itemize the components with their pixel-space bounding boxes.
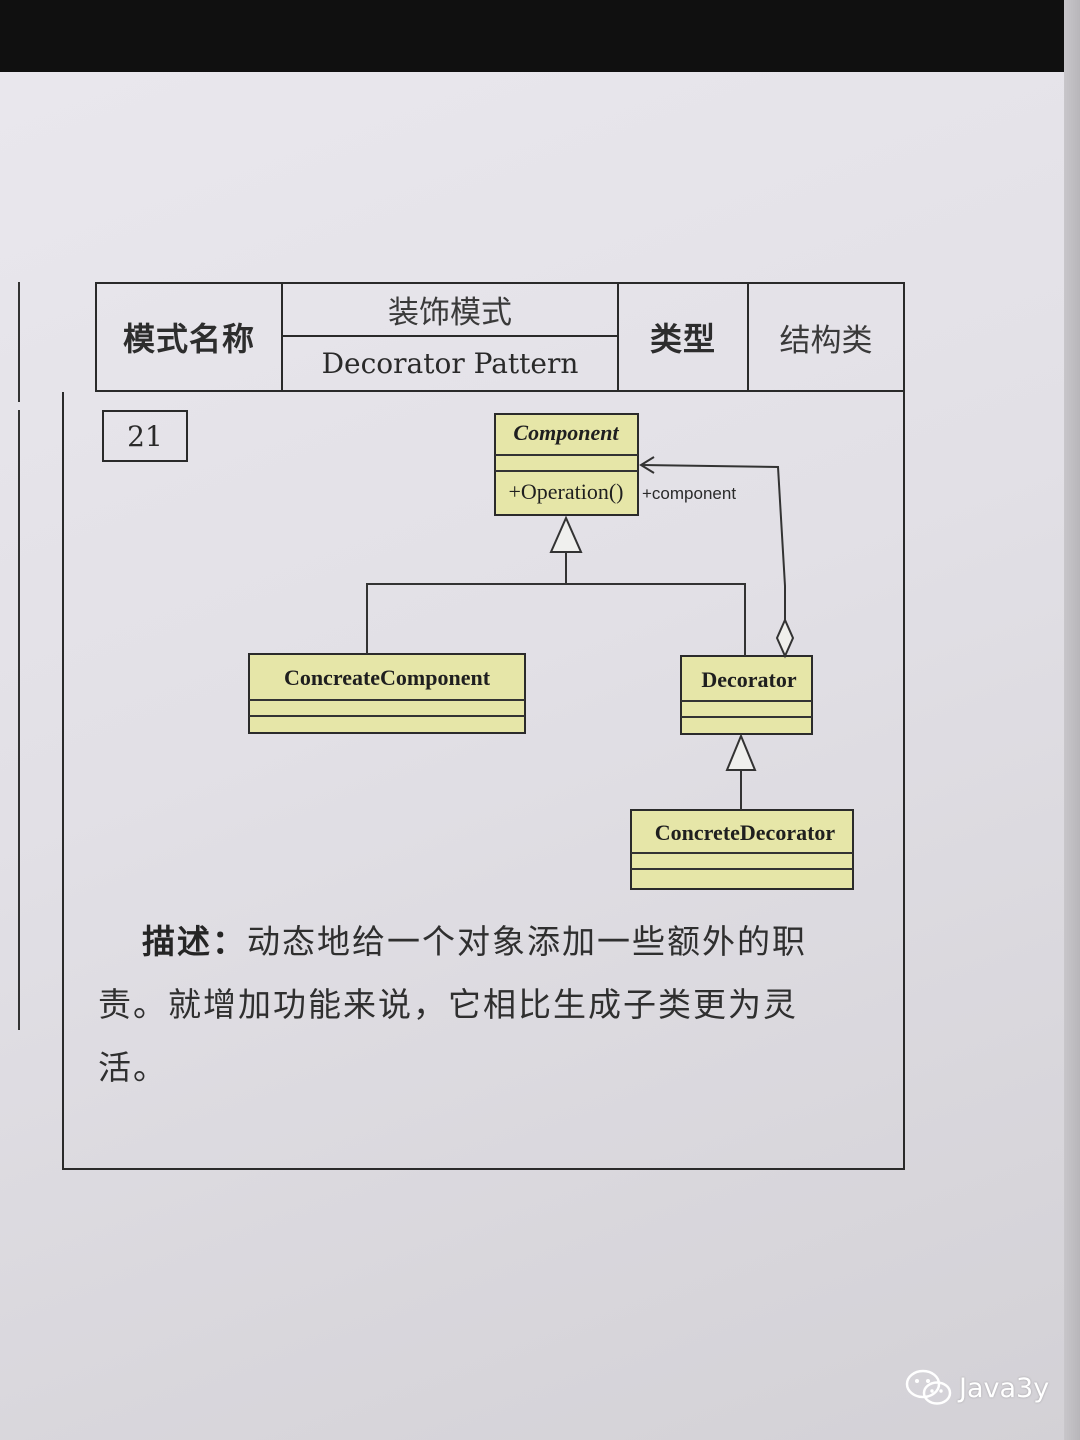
aggregation-line [641, 464, 786, 620]
pattern-type-value-cell: 结构类 [749, 284, 903, 390]
description-lead: 描述： [142, 922, 247, 961]
class-decorator-box [680, 655, 813, 735]
watermark-text: Java3y [959, 1372, 1050, 1404]
class-decorator: Decorator [680, 655, 813, 735]
previous-page-border-lower [18, 410, 20, 1030]
class-concreate-component: ConcreateComponent [248, 653, 526, 734]
class-decorator-name: Decorator [701, 667, 797, 692]
pattern-name-label-cell: 模式名称 [97, 284, 283, 390]
generalization-arrowhead-decorator [725, 733, 757, 771]
class-component-operation: +Operation() [508, 479, 623, 504]
pattern-type-label: 类型 [649, 320, 716, 358]
wechat-icon [905, 1368, 953, 1408]
class-concrete-decorator: ConcreteDecorator [630, 809, 854, 890]
pattern-description: 描述：动态地给一个对象添加一些额外的职 责。就增加功能来说，它相比生成子类更为灵… [98, 910, 888, 1099]
pattern-name-value-cell: 装饰模式 Decorator Pattern [283, 284, 619, 390]
previous-page-border [18, 282, 20, 402]
pattern-panel [62, 392, 905, 1170]
class-concrete-decorator-box [630, 809, 854, 890]
pattern-type-value: 结构类 [779, 322, 873, 359]
aggregation-diamond [775, 617, 795, 659]
class-concreate-component-box [248, 653, 526, 734]
pattern-header-table: 模式名称 装饰模式 Decorator Pattern 类型 结构类 [95, 282, 905, 392]
pattern-name-label: 模式名称 [122, 320, 255, 358]
aggregation-arrowhead [639, 456, 655, 474]
class-component: Component +Operation() [494, 413, 639, 516]
pattern-index: 21 [127, 419, 163, 453]
generalization-to-component [366, 515, 746, 656]
description-line-1: 描述：动态地给一个对象添加一些额外的职 [98, 910, 888, 973]
pattern-name-cn: 装饰模式 [388, 295, 512, 331]
class-concrete-decorator-name: ConcreteDecorator [655, 820, 836, 845]
dark-top-edge [0, 0, 1080, 72]
pattern-type-label-cell: 类型 [619, 284, 749, 390]
generalization-branch-line [366, 583, 746, 656]
watermark: Java3y [905, 1368, 1049, 1408]
pattern-name-cn-cell: 装饰模式 [283, 284, 617, 337]
pattern-name-en: Decorator Pattern [321, 347, 579, 380]
class-component-box [494, 413, 639, 516]
aggregation-component: +component [639, 456, 795, 659]
pattern-index-box: 21 [102, 410, 188, 462]
generalization-arrowhead-component [549, 515, 583, 553]
generalization-to-decorator [725, 733, 757, 810]
description-line-3: 活。 [98, 1048, 168, 1087]
class-concreate-component-name: ConcreateComponent [284, 665, 491, 690]
aggregation-role-label: +component [642, 484, 736, 503]
description-text-1: 动态地给一个对象添加一些额外的职 [247, 922, 807, 961]
description-line-2: 责。就增加功能来说，它相比生成子类更为灵 [98, 985, 798, 1024]
right-edge-shadow [1064, 0, 1080, 1440]
pattern-name-en-cell: Decorator Pattern [283, 337, 617, 390]
class-component-name: Component [513, 420, 619, 445]
